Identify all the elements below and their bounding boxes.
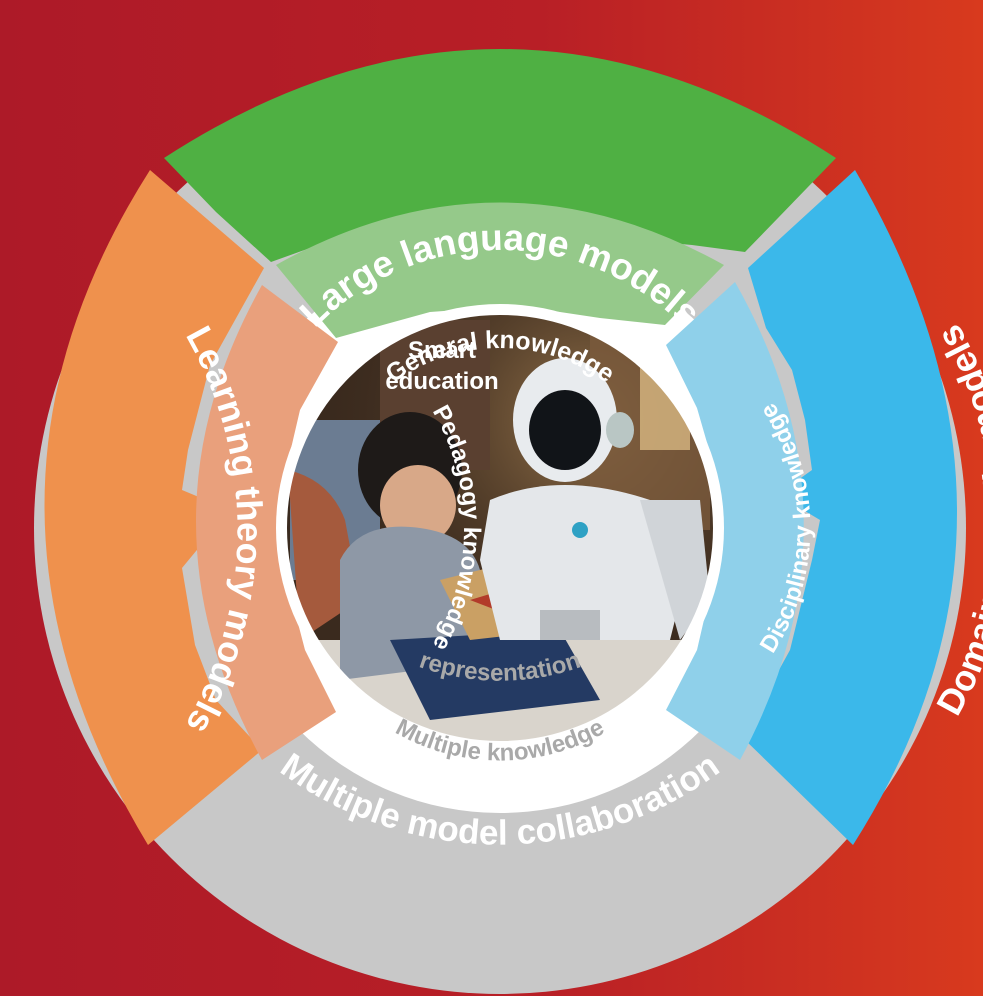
inner-segment-left bbox=[196, 285, 338, 760]
center-label-line1: Smart bbox=[408, 337, 476, 364]
center-label-line2: education bbox=[385, 368, 498, 395]
inner-segment-top bbox=[276, 202, 724, 338]
outer-segment-top bbox=[164, 49, 836, 262]
inner-segment-right bbox=[666, 282, 804, 760]
photo-border bbox=[283, 311, 717, 745]
outer-segment-right bbox=[742, 170, 958, 845]
outer-segment-left bbox=[44, 170, 264, 845]
center-photo bbox=[285, 313, 715, 743]
